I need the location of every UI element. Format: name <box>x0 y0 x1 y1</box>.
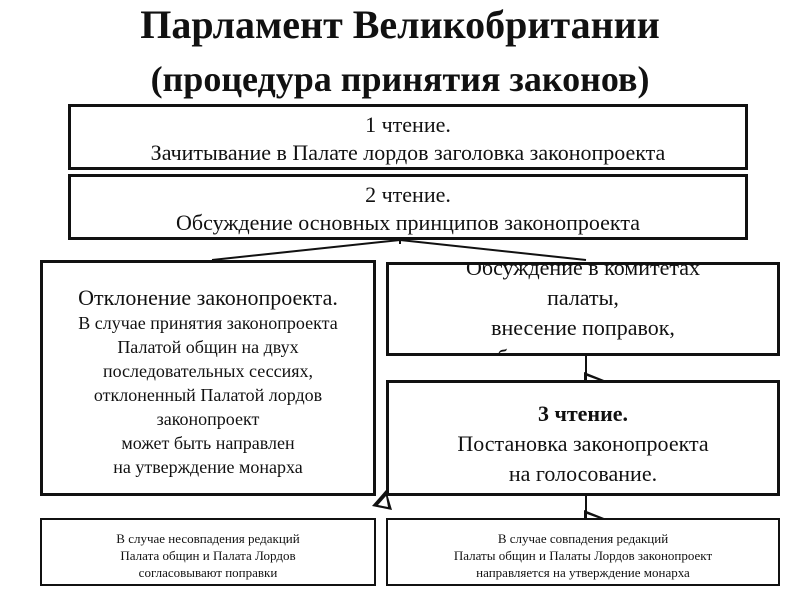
diagram-title: Парламент Великобритании <box>140 2 660 47</box>
rejection-line: Палатой общин на двух <box>117 337 299 357</box>
mismatch-line: Палата общин и Палата Лордов <box>120 548 296 563</box>
match-line: направляется на утверждение монарха <box>476 565 690 580</box>
reading1-text: Зачитывание в Палате лордов заголовка за… <box>150 140 666 165</box>
reading1-box: 1 чтение. Зачитывание в Палате лордов за… <box>68 104 748 170</box>
reading3-box: 3 чтение. Постановка законопроекта на го… <box>386 380 780 496</box>
reading1-heading: 1 чтение. <box>365 112 451 137</box>
reading2-box: 2 чтение. Обсуждение основных принципов … <box>68 174 748 240</box>
mismatch-line: согласовывают поправки <box>138 565 278 580</box>
reading3-line: на голосование. <box>508 461 658 486</box>
committee-box: Обсуждение в комитетах палаты, внесение … <box>386 262 780 356</box>
rejection-line: В случае принятия законопроекта <box>78 313 338 333</box>
arrow-to-rejection <box>211 239 401 261</box>
mismatch-line: В случае несовпадения редакций <box>116 531 300 546</box>
rejection-heading: Отклонение законопроекта. <box>78 285 338 310</box>
committee-line: палаты, <box>547 285 619 310</box>
rejection-box: Отклонение законопроекта. В случае приня… <box>40 260 376 496</box>
reading3-heading: 3 чтение. <box>537 401 629 426</box>
rejection-line: последовательных сессиях, <box>102 361 314 381</box>
rejection-line: законопроект <box>156 409 260 429</box>
reading3-line: Постановка законопроекта <box>457 431 709 456</box>
diagram-subtitle: (процедура принятия законов) <box>150 59 650 99</box>
committee-line: обсуждение в палате <box>389 343 777 353</box>
committee-line: Обсуждение в комитетах <box>466 262 700 280</box>
arrow-to-committee <box>399 239 587 261</box>
rejection-line: отклоненный Палатой лордов <box>93 385 323 405</box>
match-line: В случае совпадения редакций <box>497 531 669 546</box>
arrow-to-mismatch-inner <box>378 496 388 507</box>
reading2-text: Обсуждение основных принципов законопрое… <box>176 210 640 235</box>
rejection-line: на утверждение монарха <box>113 457 303 477</box>
committee-line: внесение поправок, <box>491 315 675 340</box>
mismatch-box: В случае несовпадения редакций Палата об… <box>40 518 376 586</box>
match-box: В случае совпадения редакций Палаты общи… <box>386 518 780 586</box>
rejection-line: может быть направлен <box>121 433 295 453</box>
match-line: Палаты общин и Палаты Лордов законопроек… <box>453 548 713 563</box>
reading2-heading: 2 чтение. <box>365 182 451 207</box>
